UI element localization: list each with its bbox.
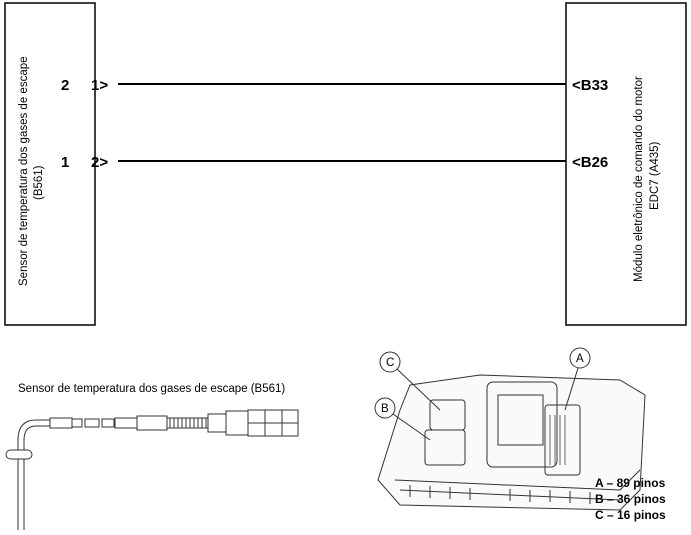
- sensor-box-code: (B561): [33, 165, 45, 200]
- callout-b: B: [381, 403, 389, 415]
- module-pin: <B33: [572, 77, 608, 94]
- module-box: [565, 2, 687, 326]
- wire-row: 1 2> <B26: [61, 154, 608, 171]
- callout-c: C: [386, 357, 394, 369]
- wire-row: 2 1> <B33: [61, 77, 608, 94]
- module-illustration: [374, 347, 646, 511]
- module-pin: <B26: [572, 154, 608, 171]
- legend-b: B – 36 pinos: [595, 492, 666, 506]
- legend-c: C – 16 pinos: [595, 508, 666, 522]
- callout-a: A: [576, 353, 584, 365]
- module-box-title: Módulo eletrônico de comando do motor: [633, 76, 645, 282]
- module-box-code: EDC7 (A435): [649, 141, 661, 210]
- legend-a: A – 89 pinos: [595, 476, 666, 490]
- sensor-pin: 1: [61, 154, 69, 171]
- sensor-box-title: Sensor de temperatura dos gases de escap…: [18, 56, 30, 286]
- sensor-pin: 2: [61, 77, 69, 94]
- sensor-illustration-caption: Sensor de temperatura dos gases de escap…: [18, 383, 285, 395]
- sensor-connector-pin: 2>: [91, 154, 108, 171]
- sensor-box: [4, 2, 96, 326]
- sensor-connector-pin: 1>: [91, 77, 108, 94]
- sensor-illustration: [5, 409, 299, 530]
